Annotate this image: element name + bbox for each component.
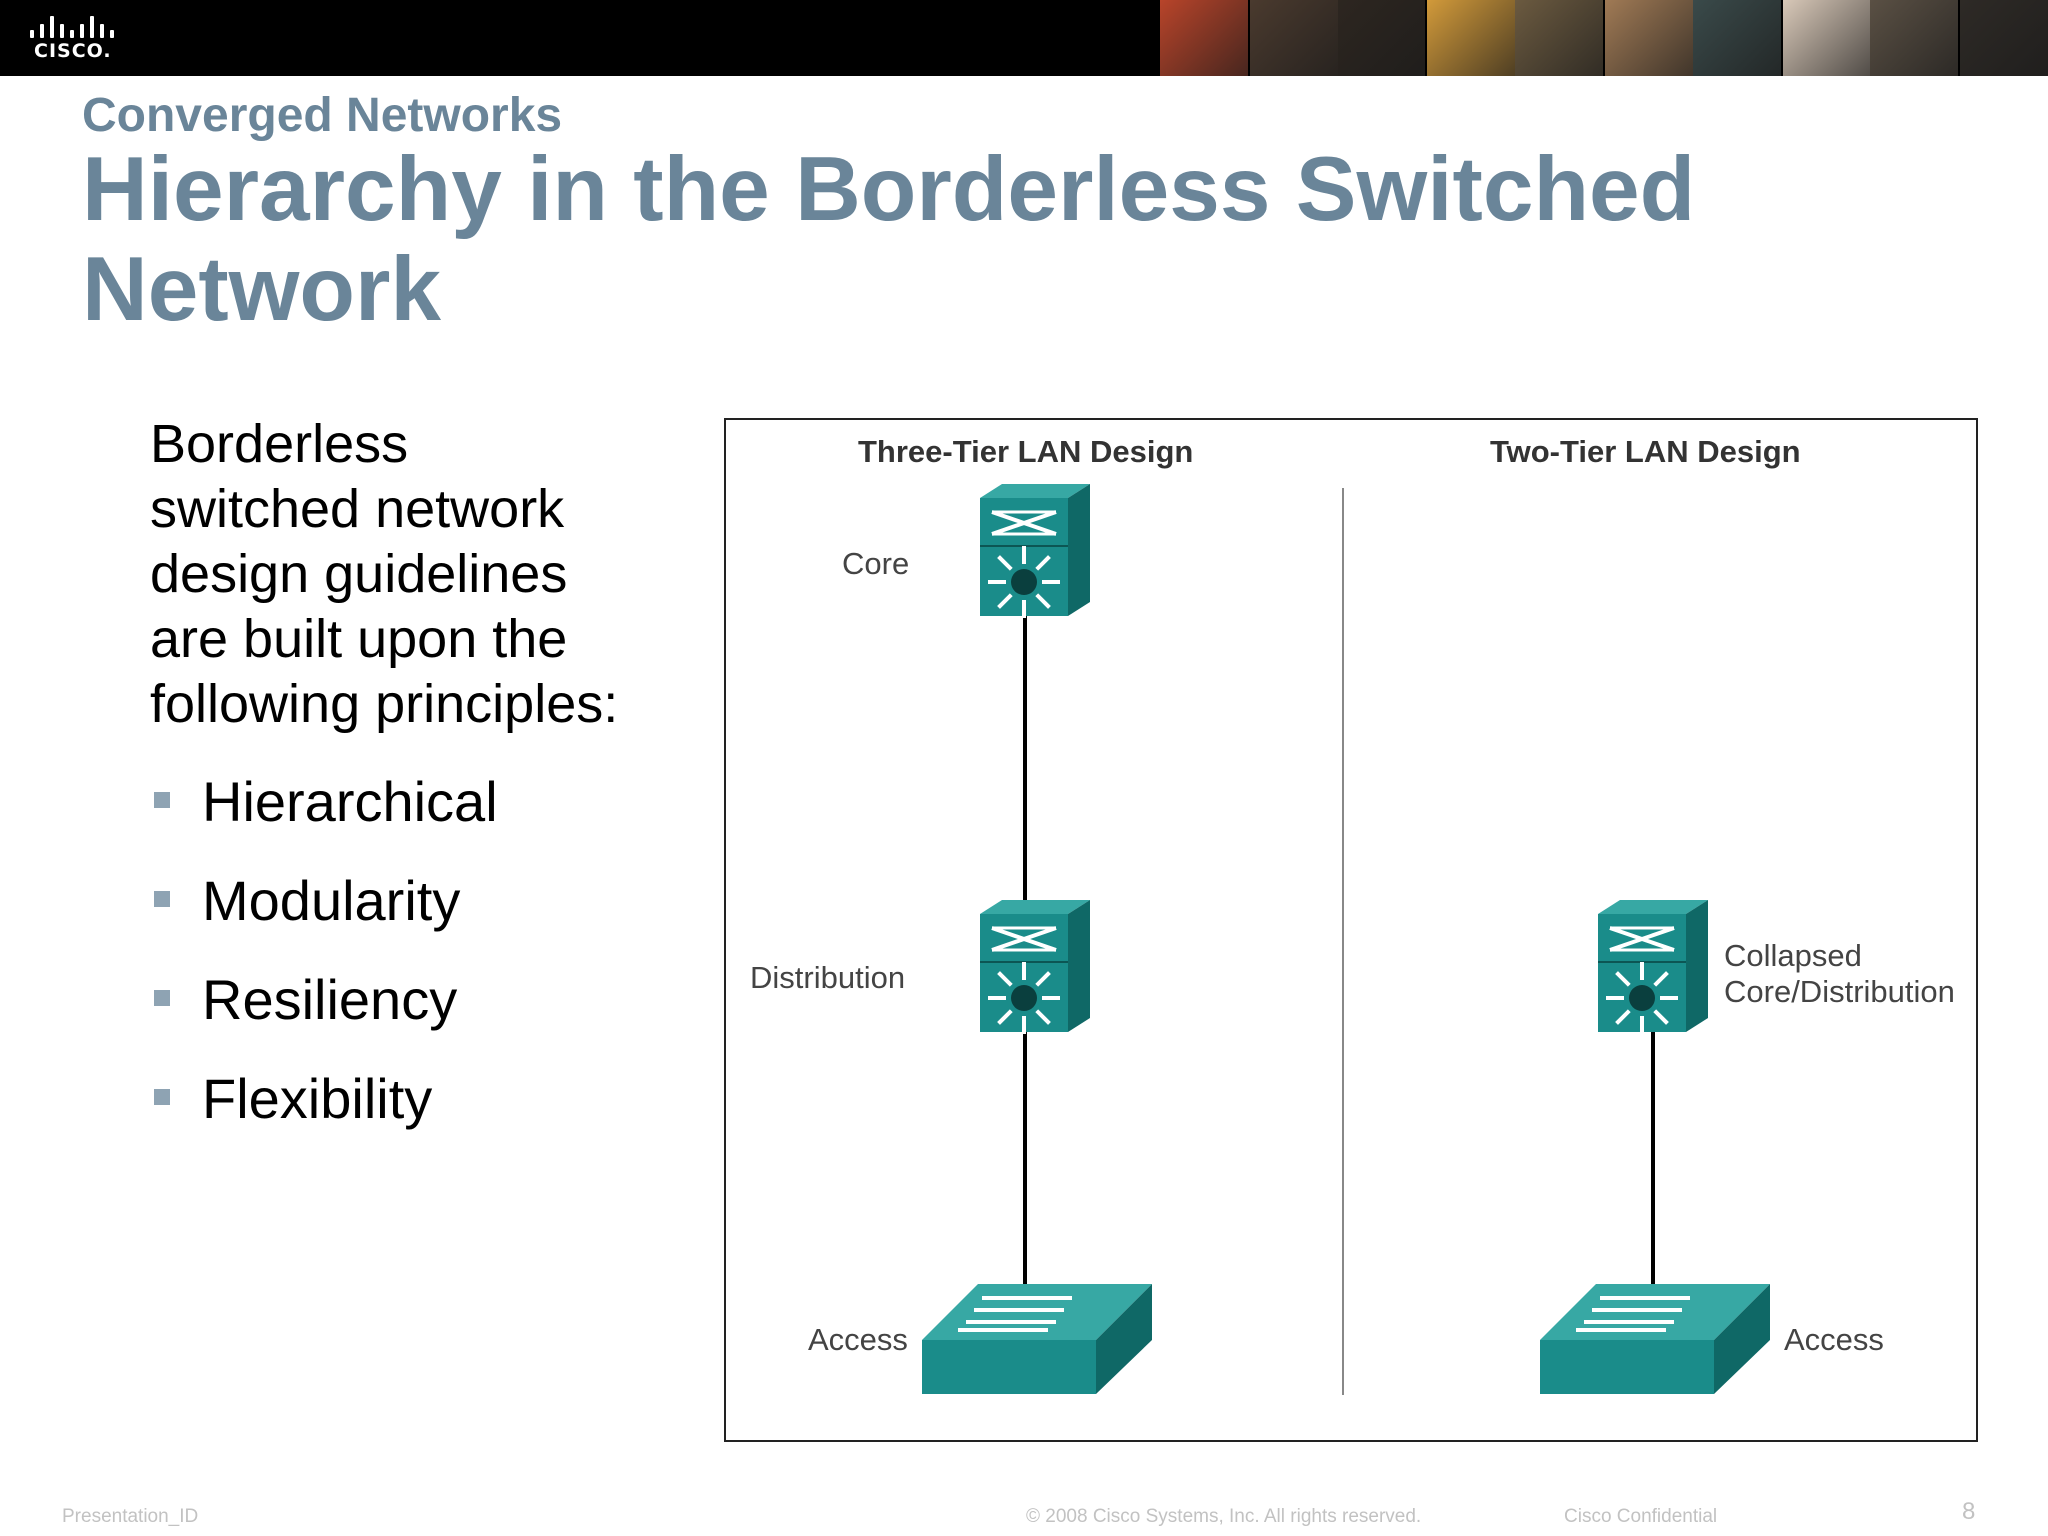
page-number: 8 xyxy=(1962,1498,1976,1525)
distribution-multilayer-switch-icon xyxy=(980,900,1090,1034)
core-label: Core xyxy=(842,546,910,581)
lan-design-graphic xyxy=(922,484,1770,1395)
bullet-text: Hierarchical xyxy=(202,770,498,833)
header-photo xyxy=(1427,0,1516,76)
intro-paragraph: Borderless switched network design guide… xyxy=(150,412,670,737)
list-item: Flexibility xyxy=(150,1067,498,1166)
distribution-label: Distribution xyxy=(750,960,906,995)
presentation-id: Presentation_ID xyxy=(62,1506,199,1527)
header-photo xyxy=(1515,0,1605,76)
list-item: Modularity xyxy=(150,869,498,968)
square-bullet-icon xyxy=(154,1089,170,1105)
cisco-logo-bars-icon xyxy=(30,16,120,38)
intro-line: are built upon the xyxy=(150,609,568,669)
square-bullet-icon xyxy=(154,891,170,907)
header-photo xyxy=(1337,0,1428,76)
access-switch-icon xyxy=(922,1284,1152,1394)
collapsed-label-line2: Core/Distribution xyxy=(1724,974,1955,1009)
access-switch-icon xyxy=(1540,1284,1770,1394)
cisco-logo-text: CISCO. xyxy=(34,40,112,62)
cisco-logo: CISCO. xyxy=(28,14,128,64)
header-photo xyxy=(1249,0,1338,76)
intro-line: switched network xyxy=(150,479,565,539)
intro-line: Borderless xyxy=(150,414,409,474)
access-label: Access xyxy=(808,1322,908,1357)
square-bullet-icon xyxy=(154,990,170,1006)
list-item: Hierarchical xyxy=(150,770,498,869)
intro-line: design guidelines xyxy=(150,544,568,604)
collapsed-label-line1: Collapsed xyxy=(1724,938,1862,973)
header-photo xyxy=(1870,0,1961,76)
header-photo xyxy=(1692,0,1783,76)
bullet-text: Flexibility xyxy=(202,1067,433,1130)
square-bullet-icon xyxy=(154,792,170,808)
header-photo xyxy=(1604,0,1693,76)
header-photo xyxy=(1160,0,1250,76)
header-photo-strip xyxy=(1160,0,2048,76)
two-tier-access-label: Access xyxy=(1784,1322,1884,1357)
copyright-notice: © 2008 Cisco Systems, Inc. All rights re… xyxy=(1026,1506,1422,1527)
header-photo xyxy=(1782,0,1871,76)
list-item: Resiliency xyxy=(150,968,498,1067)
collapsed-multilayer-switch-icon xyxy=(1598,900,1708,1034)
two-tier-title: Two-Tier LAN Design xyxy=(1490,434,1801,469)
principles-list: Hierarchical Modularity Resiliency Flexi… xyxy=(150,770,498,1166)
three-tier-title: Three-Tier LAN Design xyxy=(858,434,1194,469)
bullet-text: Modularity xyxy=(202,869,461,932)
core-multilayer-switch-icon xyxy=(980,484,1090,618)
lan-design-diagram: Three-Tier LAN Design Two-Tier LAN Desig… xyxy=(724,418,1978,1442)
intro-line: following principles: xyxy=(150,674,619,734)
slide-title: Hierarchy in the Borderless Switched Net… xyxy=(82,139,1696,340)
header-photo xyxy=(1960,0,2048,76)
section-kicker: Converged Networks xyxy=(82,89,563,142)
header-bar: CISCO. xyxy=(0,0,2048,76)
bullet-text: Resiliency xyxy=(202,968,458,1031)
confidential-label: Cisco Confidential xyxy=(1564,1506,1718,1527)
